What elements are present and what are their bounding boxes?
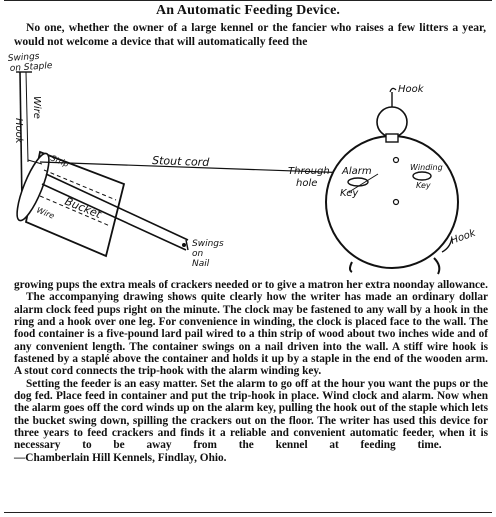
label-winding: Winding [410,163,443,172]
feeder-diagram: Swings on Staple Hook Wire Stout cord Th… [8,52,478,275]
label-hook-left: Hook [13,118,24,145]
wooden-strip [41,173,189,251]
label-on-nail: on [192,249,204,259]
label-hook-bottom: Hook [449,227,478,246]
article-body: growing pups the extra meals of crackers… [14,279,488,464]
label-swings-on-nail: Swings [192,239,224,249]
label-hook-top: Hook [398,84,425,95]
label-winding-key: Key [416,181,431,190]
bucket [16,150,126,258]
intro-text: No one, whether the owner of a large ken… [14,21,486,48]
signature: —Chamberlain Hill Kennels, Findlay, Ohio… [14,451,227,464]
label-through: Through [288,166,330,177]
paragraph-setting-text: Setting the feeder is an easy matter. Se… [14,377,488,452]
label-hole: hole [296,178,317,189]
stout-cord [39,161,381,175]
top-rule [4,0,492,1]
intro-paragraph: No one, whether the owner of a large ken… [14,21,486,49]
article-title: An Automatic Feeding Device. [156,3,340,18]
label-nail: Nail [192,259,210,269]
label-alarm: Alarm [341,166,372,177]
paragraph-setting: Setting the feeder is an easy matter. Se… [14,378,488,464]
label-wire: Wire [31,96,42,119]
continuation-text: growing pups the extra meals of crackers… [14,279,488,291]
label-stout-cord: Stout cord [152,154,211,169]
label-on-staple: on Staple [10,61,54,74]
alarm-clock [325,87,459,275]
bottom-rule [4,512,492,513]
paragraph-drawing: The accompanying drawing shows quite cle… [14,291,488,378]
label-swings-on-staple: Swings [8,52,41,64]
label-alarm-key: Key [340,188,359,199]
